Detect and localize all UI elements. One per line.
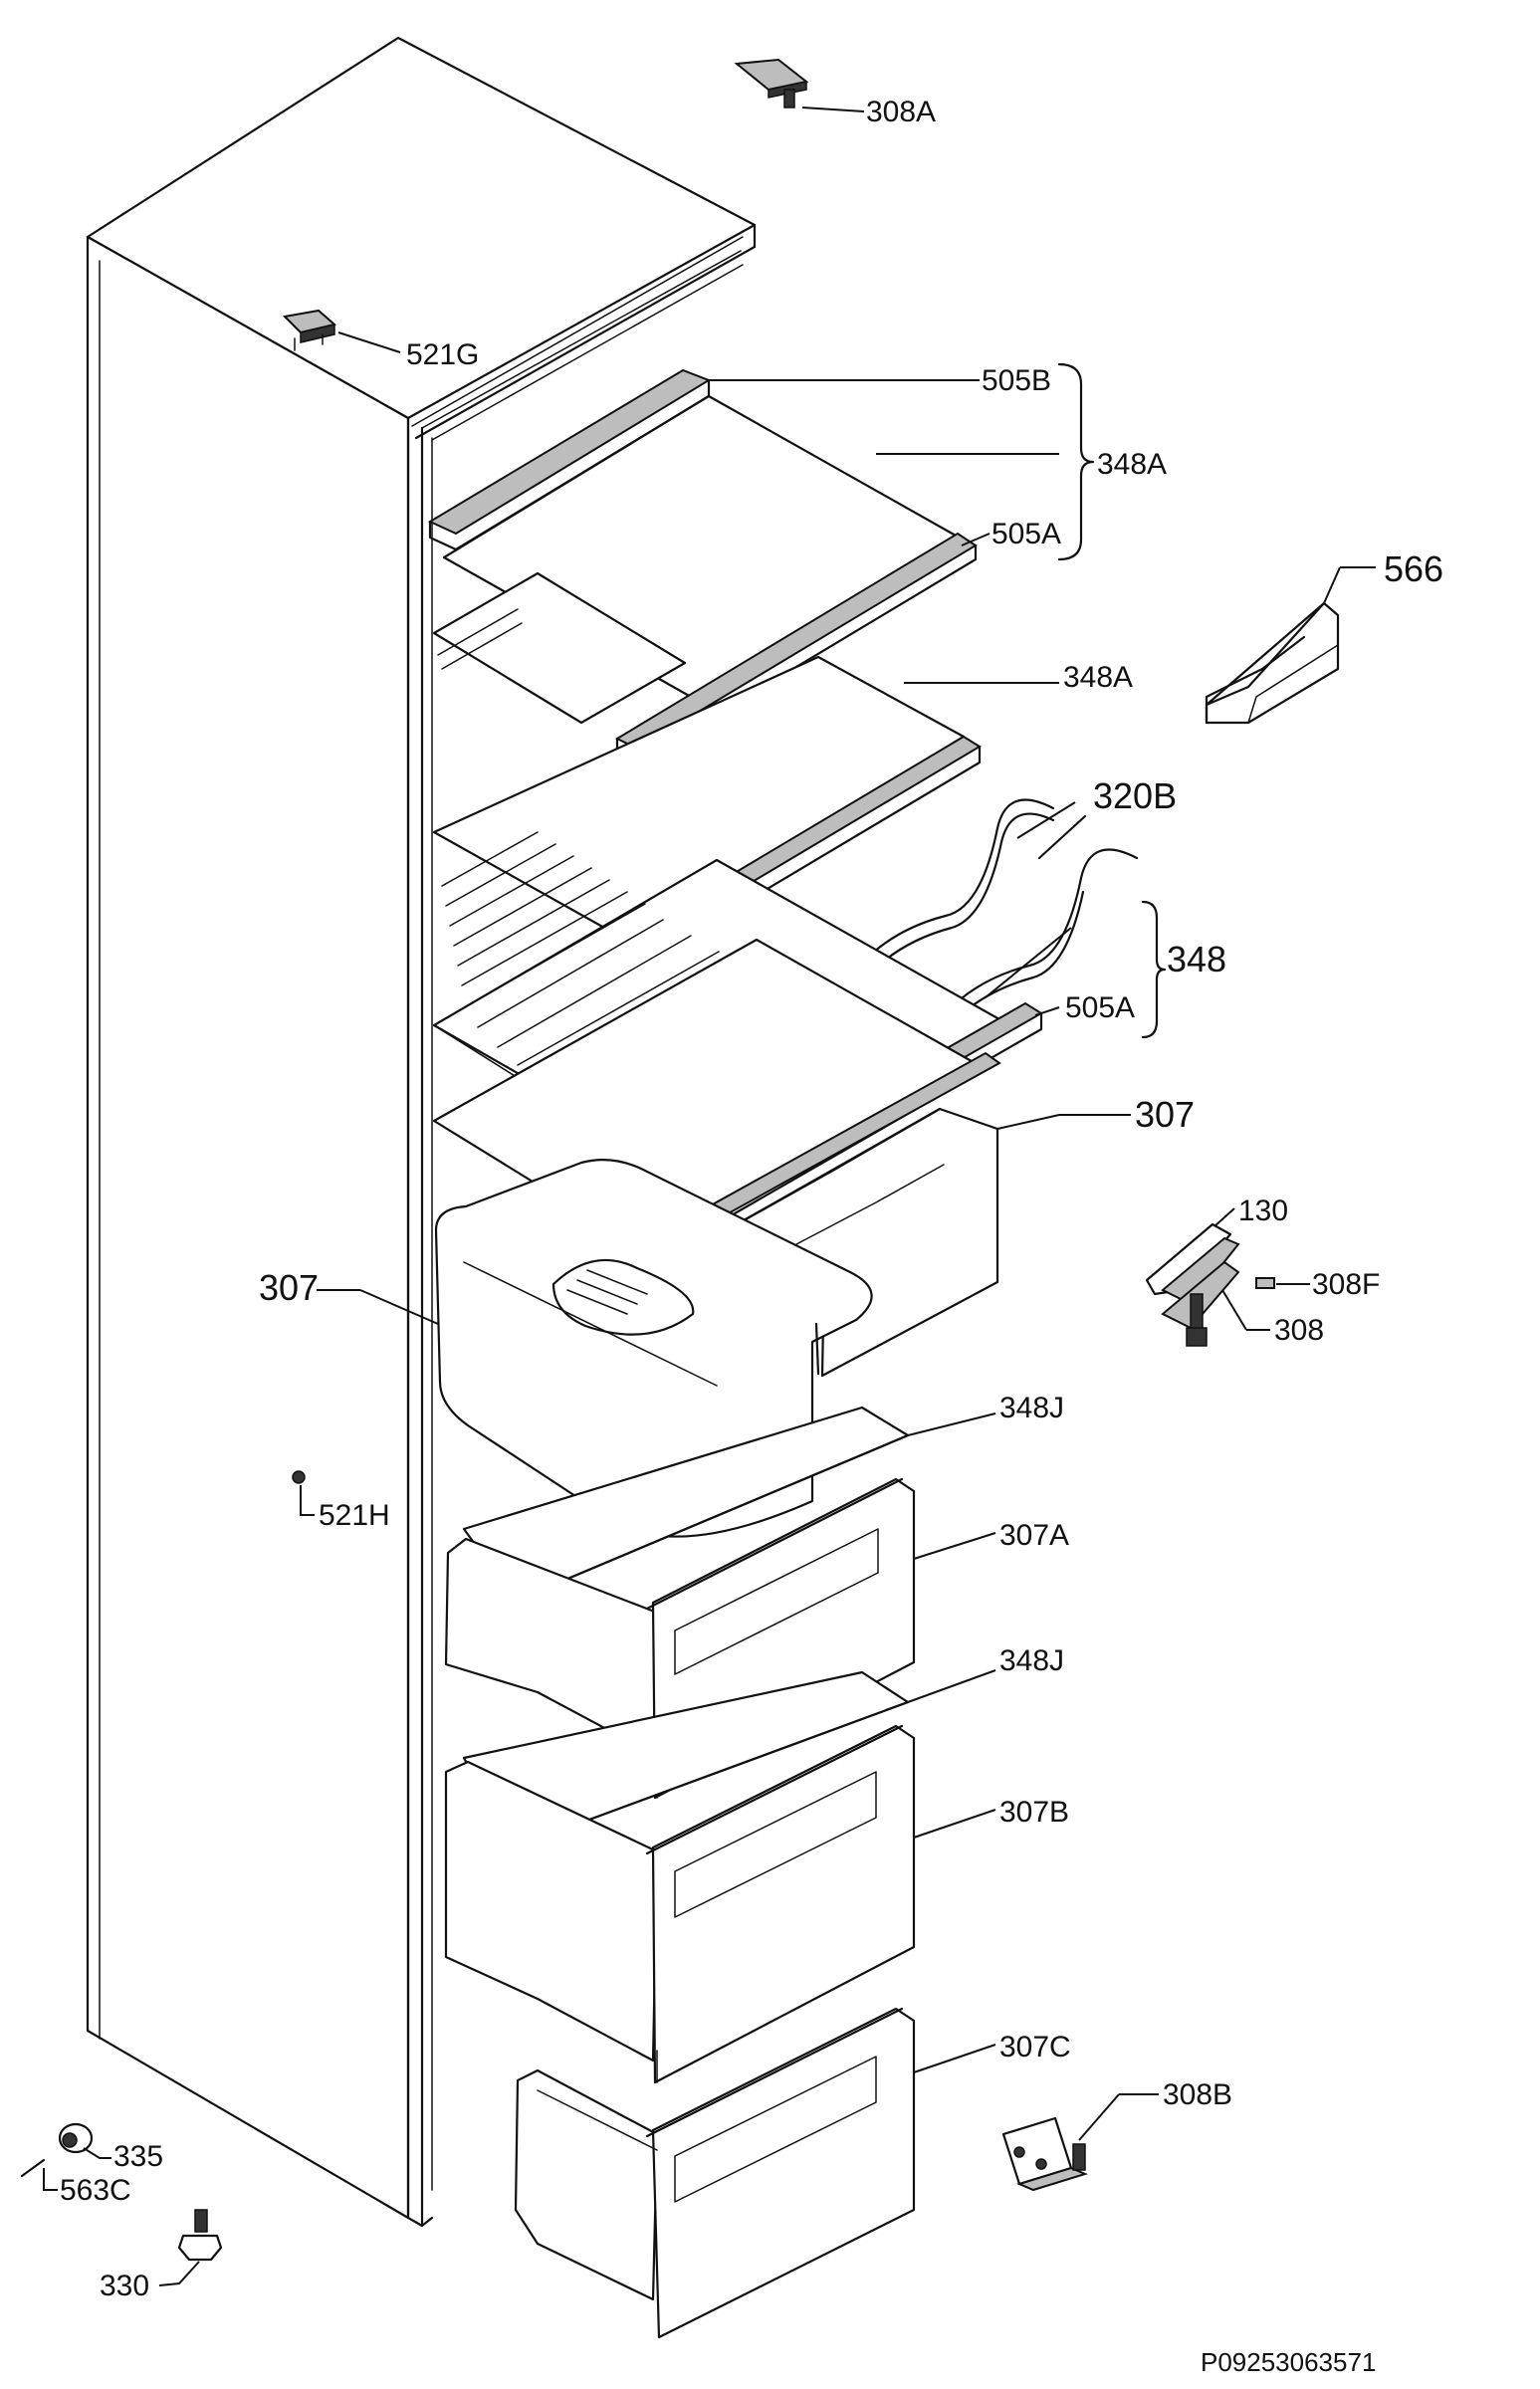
- top-cover-521g: [282, 309, 401, 353]
- label-348: 348: [1167, 939, 1226, 979]
- handle-566: [1205, 566, 1376, 725]
- label-307-right: 307: [1135, 1094, 1195, 1135]
- label-320b: 320B: [1093, 775, 1177, 816]
- label-505a-mid: 505A: [1065, 991, 1135, 1024]
- top-hinge-308a: [734, 58, 865, 112]
- label-348j-2: 348J: [999, 1644, 1064, 1677]
- label-566: 566: [1384, 548, 1443, 589]
- label-307a: 307A: [999, 1519, 1069, 1552]
- label-348j-1: 348J: [999, 1392, 1064, 1424]
- plug-521h: [292, 1470, 315, 1516]
- label-308: 308: [1274, 1314, 1324, 1347]
- label-307b: 307B: [999, 1796, 1069, 1829]
- label-505b: 505B: [982, 364, 1051, 397]
- label-308f: 308F: [1312, 1268, 1380, 1301]
- label-307-left: 307: [259, 1267, 319, 1308]
- drawer-307c: [514, 2007, 996, 2339]
- document-id: P09253063571: [1201, 2347, 1376, 2377]
- label-307c: 307C: [999, 2031, 1071, 2063]
- label-335: 335: [113, 2140, 163, 2173]
- label-308b: 308B: [1163, 2078, 1232, 2111]
- pin-308f: [1255, 1277, 1310, 1289]
- bottom-hinge-308b: [1001, 2093, 1159, 2192]
- foot-330: [158, 2209, 223, 2286]
- label-308a: 308A: [866, 96, 936, 128]
- label-521g: 521G: [406, 338, 479, 371]
- label-348a-second: 348A: [1063, 661, 1133, 694]
- label-330: 330: [100, 2270, 149, 2302]
- pin-563c: [20, 2158, 58, 2191]
- bush-335: [58, 2122, 111, 2159]
- cabinet: [86, 36, 757, 2228]
- label-505a-top: 505A: [991, 518, 1061, 550]
- drawer-307b: [444, 1724, 996, 2084]
- label-563c: 563C: [60, 2174, 131, 2207]
- label-130: 130: [1238, 1194, 1288, 1227]
- label-521h: 521H: [319, 1499, 390, 1532]
- label-348a-top: 348A: [1097, 448, 1167, 481]
- hinge-assembly-right: [1145, 1207, 1270, 1347]
